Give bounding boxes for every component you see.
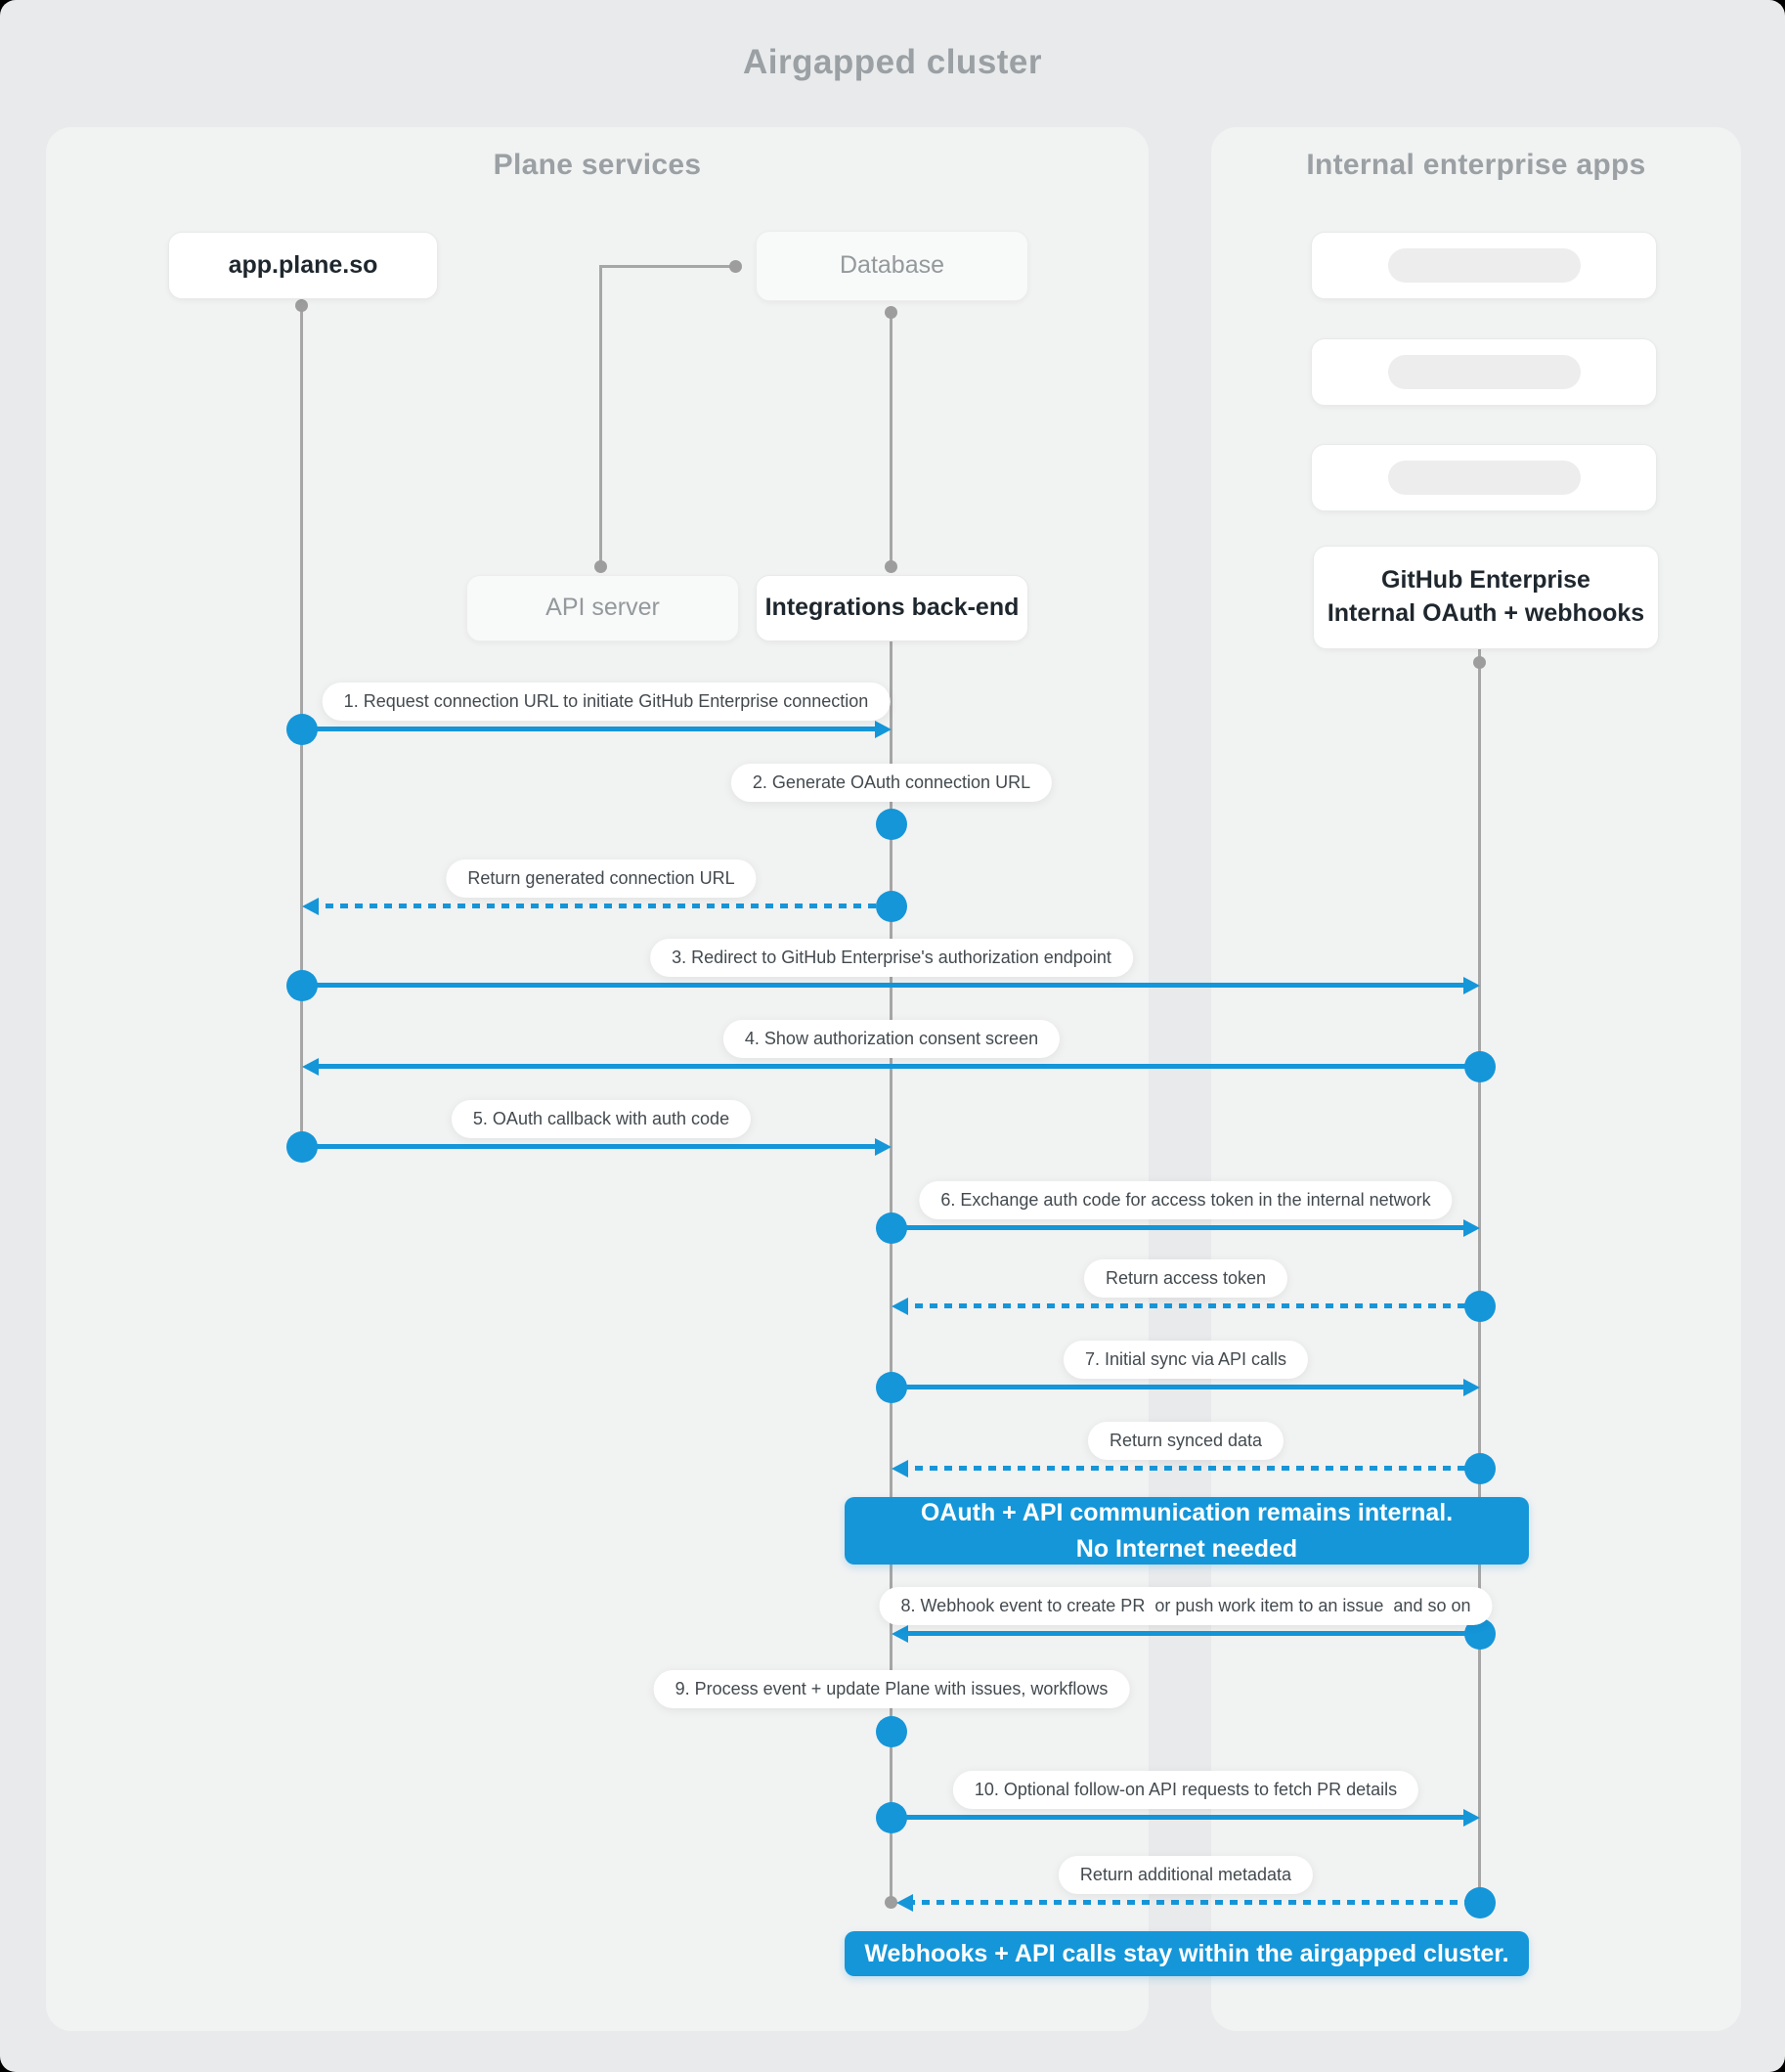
node-database: Database [756,231,1028,301]
lifeline-github-enterprise [1478,647,1481,1903]
lifeline-end-dot [885,1896,897,1909]
message-label: Return synced data [1087,1422,1284,1460]
activation-dot [1464,1051,1496,1082]
lifeline-start-dot [1473,656,1486,669]
arrowhead [892,1625,908,1643]
arrow-line [900,1631,1471,1636]
placeholder-bar [1387,461,1581,495]
message-label: 6. Exchange auth code for access token i… [919,1181,1453,1219]
placeholder-bar [1387,248,1581,283]
message-label: 2. Generate OAuth connection URL [730,764,1053,802]
activation-dot [286,970,318,1001]
message-label: 3. Redirect to GitHub Enterprise's autho… [650,939,1133,977]
arrowhead [1463,977,1480,994]
connector-api-to-database-horizontal [601,265,732,268]
activation-dot [876,1372,907,1403]
arrow-line [900,1466,1471,1471]
banner-airgapped: Webhooks + API calls stay within the air… [845,1931,1529,1976]
connector-dot [729,260,742,273]
arrow-line [302,727,885,731]
activation-dot [876,1212,907,1244]
connector-dot [594,560,607,573]
arrow-line [311,904,885,908]
arrowhead [875,1138,892,1156]
connector-api-to-database-vertical [599,265,602,567]
activation-dot [286,1131,318,1163]
arrow-line [311,1064,1480,1069]
activation-dot [1464,1291,1496,1322]
arrowhead [892,1460,908,1477]
arrowhead [1463,1219,1480,1237]
connector-dot [885,560,897,573]
placeholder-app-card [1311,444,1657,511]
arrowhead [1463,1809,1480,1827]
message-label: Return access token [1083,1259,1288,1298]
arrowhead [875,721,892,738]
arrow-line [900,1303,1471,1308]
arrow-line [892,1815,1471,1820]
node-github-enterprise: GitHub Enterprise Internal OAuth + webho… [1313,546,1659,649]
message-label: 9. Process event + update Plane with iss… [653,1670,1130,1708]
internal-apps-heading: Internal enterprise apps [1306,149,1646,181]
banner-internal-communication: OAuth + API communication remains intern… [845,1497,1529,1565]
message-label: 7. Initial sync via API calls [1063,1341,1309,1379]
activation-dot [1464,1453,1496,1484]
plane-services-panel: Plane services [46,127,1149,2031]
placeholder-app-card [1311,338,1657,406]
activation-dot [286,714,318,745]
lifeline-start-dot [295,299,308,312]
message-label: 1. Request connection URL to initiate Gi… [322,683,891,721]
message-label: Return generated connection URL [446,860,757,898]
placeholder-app-card [1311,232,1657,299]
arrow-line [302,983,1471,988]
activation-dot [876,891,907,922]
arrow-line [892,1385,1471,1389]
message-label: Return additional metadata [1058,1856,1314,1894]
activation-dot [876,809,907,840]
arrowhead [1463,1379,1480,1396]
message-label: 10. Optional follow-on API requests to f… [952,1771,1419,1809]
arrow-line [907,1900,1471,1905]
arrowhead [896,1894,913,1912]
arrowhead [302,898,319,915]
message-label: 5. OAuth callback with auth code [451,1100,752,1138]
placeholder-bar [1387,355,1581,389]
message-label: 4. Show authorization consent screen [722,1020,1061,1058]
node-integrations-backend: Integrations back-end [756,575,1028,641]
arrow-line [892,1225,1471,1230]
arrowhead [302,1058,319,1076]
plane-services-heading: Plane services [493,149,702,181]
lifeline-integrations-backend [890,639,892,1903]
diagram-title: Airgapped cluster [742,43,1043,81]
activation-dot [876,1716,907,1747]
node-api-server: API server [466,575,739,641]
arrowhead [892,1298,908,1315]
arrow-line [302,1144,885,1149]
message-label: 8. Webhook event to create PR or push wo… [879,1587,1493,1625]
node-app-plane-so: app.plane.so [168,232,438,299]
activation-dot [876,1802,907,1833]
connector-dot [885,306,897,319]
connector-database-to-integrations [890,315,892,565]
activation-dot [1464,1887,1496,1918]
